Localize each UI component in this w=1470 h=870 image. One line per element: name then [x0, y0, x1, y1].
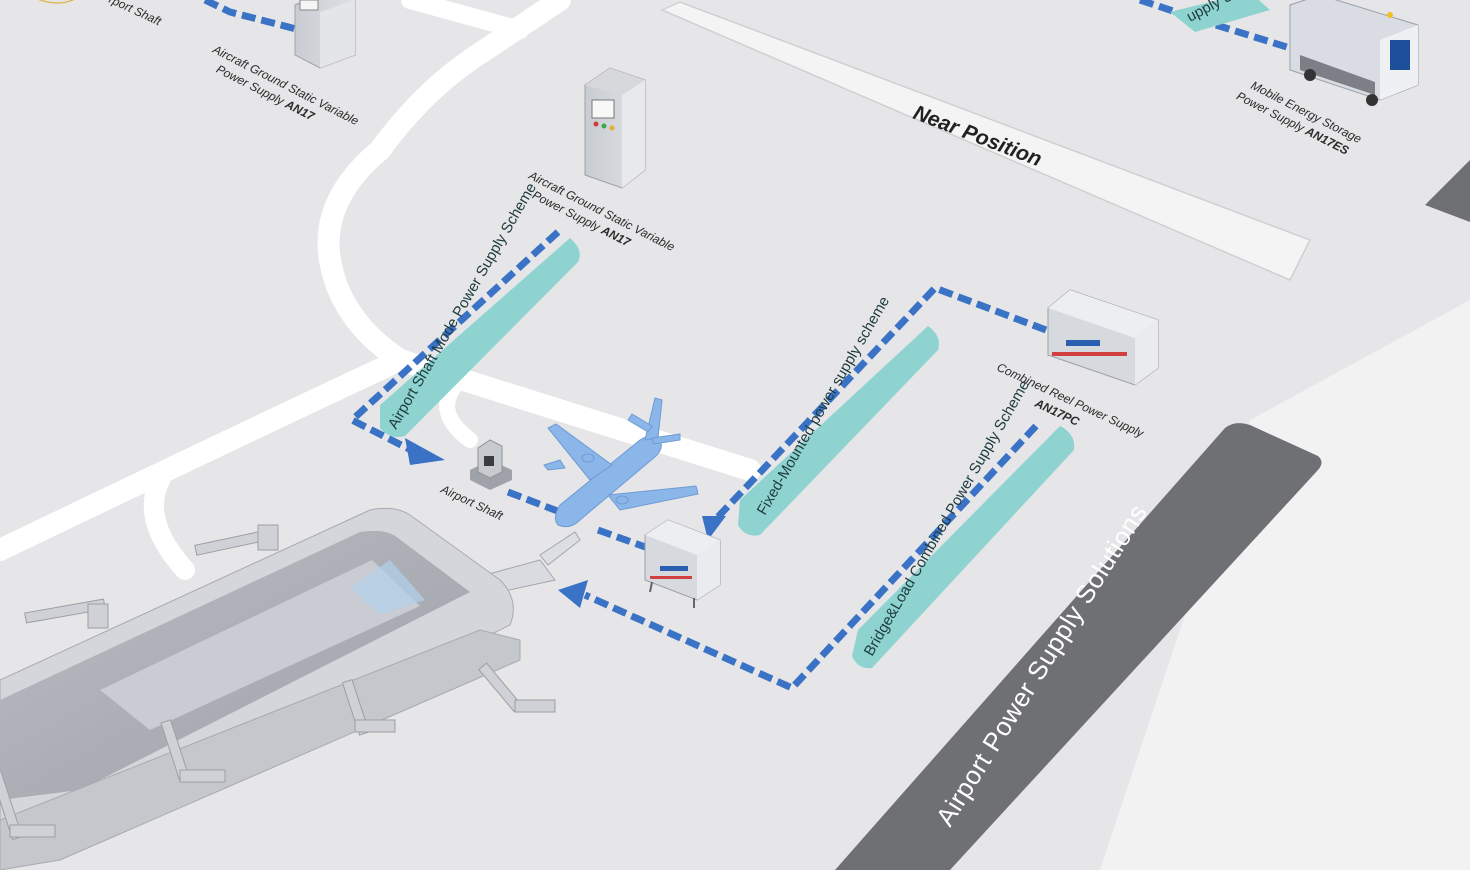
arrow-fixed	[702, 516, 726, 540]
terminal-building	[0, 507, 521, 870]
route-cabinet-plane	[596, 526, 650, 552]
aircraft-side-cabinet[interactable]	[644, 519, 721, 608]
route-bridge-load	[583, 423, 1039, 693]
an17-center-cabinet[interactable]	[584, 67, 646, 189]
gate-piers	[0, 524, 556, 841]
route-top-left	[203, 0, 301, 34]
airport-shaft-pit[interactable]	[470, 439, 512, 490]
route-shaft-plane	[506, 488, 562, 516]
partial-ring	[38, 0, 75, 4]
mobile-energy-storage-unit[interactable]	[1289, 0, 1419, 106]
arrow-bridge	[558, 580, 588, 608]
an17-top-cabinet[interactable]	[294, 0, 356, 69]
route-fixed-mounted	[712, 283, 1048, 523]
combined-reel-unit[interactable]	[1047, 289, 1159, 386]
edge-band-corner	[1425, 160, 1470, 222]
routes	[203, 0, 1292, 693]
route-airport-shaft	[345, 229, 561, 456]
apron-highlight	[1100, 300, 1470, 870]
arrow-shaft	[405, 438, 445, 465]
aircraft[interactable]	[543, 397, 699, 528]
